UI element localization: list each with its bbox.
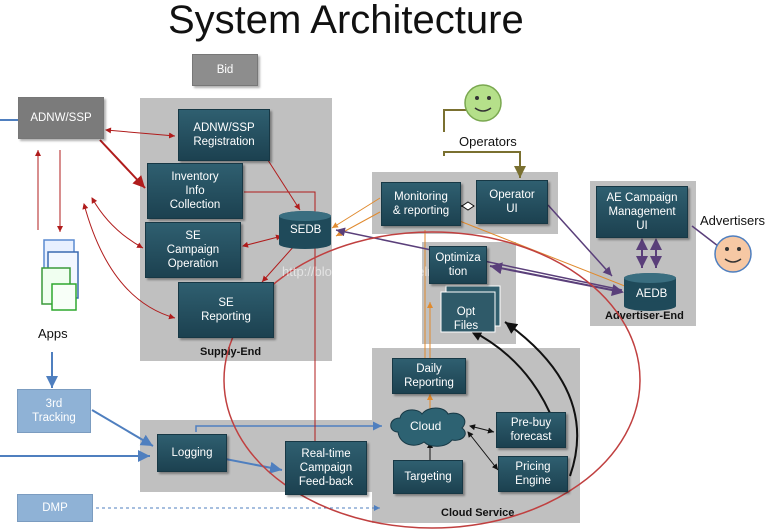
prebuy-forecast-box: Pre-buy forecast: [496, 412, 566, 448]
ae-campaign-box: AE Campaign Management UI: [596, 186, 688, 238]
optimization-box: Optimiza tion: [429, 246, 487, 284]
realtime-feedback-box: Real-time Campaign Feed-back: [285, 441, 367, 495]
se-campaign-box: SE Campaign Operation: [145, 222, 241, 278]
sedb-label: SEDB: [290, 224, 322, 236]
advertisers-label: Advertisers: [700, 213, 766, 228]
bid-box: Bid: [192, 54, 258, 86]
cloud-service-label: Cloud Service: [441, 507, 515, 519]
pricing-engine-box: Pricing Engine: [498, 456, 568, 492]
adnw-registration-box: ADNW/SSP Registration: [178, 109, 270, 161]
inventory-info-box: Inventory Info Collection: [147, 163, 243, 219]
monitoring-box: Monitoring & reporting: [381, 182, 461, 226]
aedb-label: AEDB: [636, 288, 668, 300]
cloud-label: Cloud: [410, 419, 442, 433]
operators-label: Operators: [459, 134, 517, 149]
se-reporting-box: SE Reporting: [178, 282, 274, 338]
targeting-box: Targeting: [393, 460, 463, 494]
apps-label: Apps: [38, 326, 68, 341]
adnw-ssp-box: ADNW/SSP: [18, 97, 104, 139]
diagram-title: System Architecture: [168, 0, 524, 42]
logging-box: Logging: [157, 434, 227, 472]
tracking-box: 3rd Tracking: [17, 389, 91, 433]
daily-reporting-box: Daily Reporting: [392, 358, 466, 394]
watermark: http://blog.csdn.net/angelmlnhanj: [282, 264, 473, 279]
opt-files-label: Opt Files: [453, 306, 479, 332]
dmp-box: DMP: [17, 494, 93, 522]
advertiser-end-label: Advertiser-End: [605, 310, 684, 322]
supply-end-label: Supply-End: [200, 346, 262, 358]
operator-ui-box: Operator UI: [476, 180, 548, 224]
